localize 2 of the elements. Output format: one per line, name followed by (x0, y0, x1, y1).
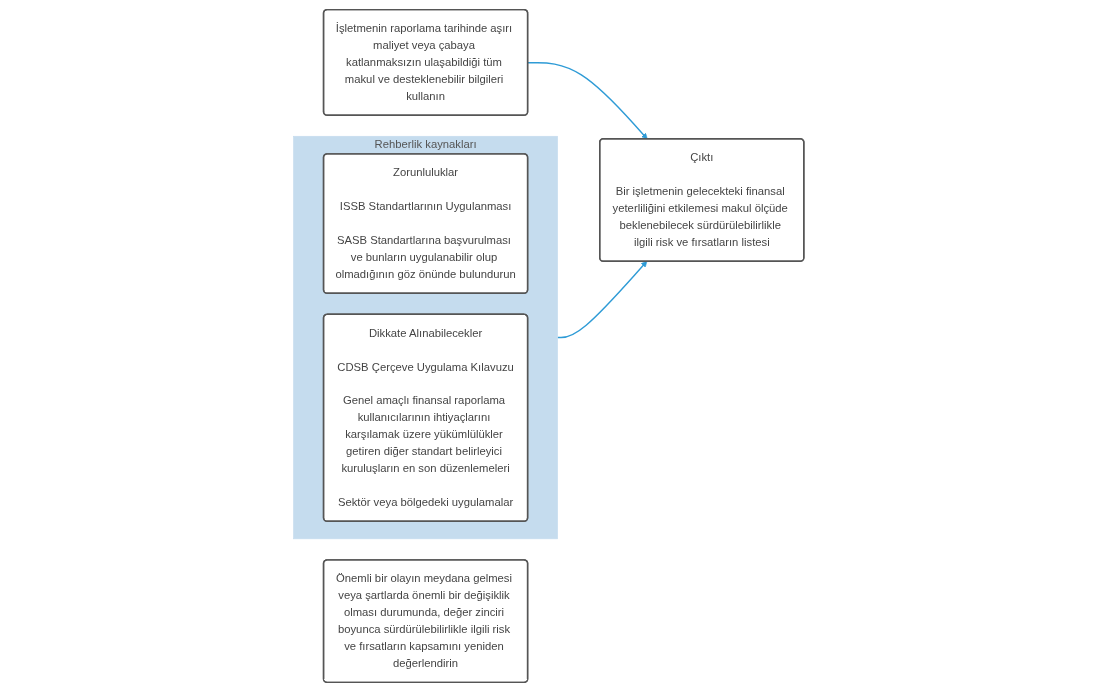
arrow (527, 62, 648, 140)
arrow (557, 260, 648, 339)
